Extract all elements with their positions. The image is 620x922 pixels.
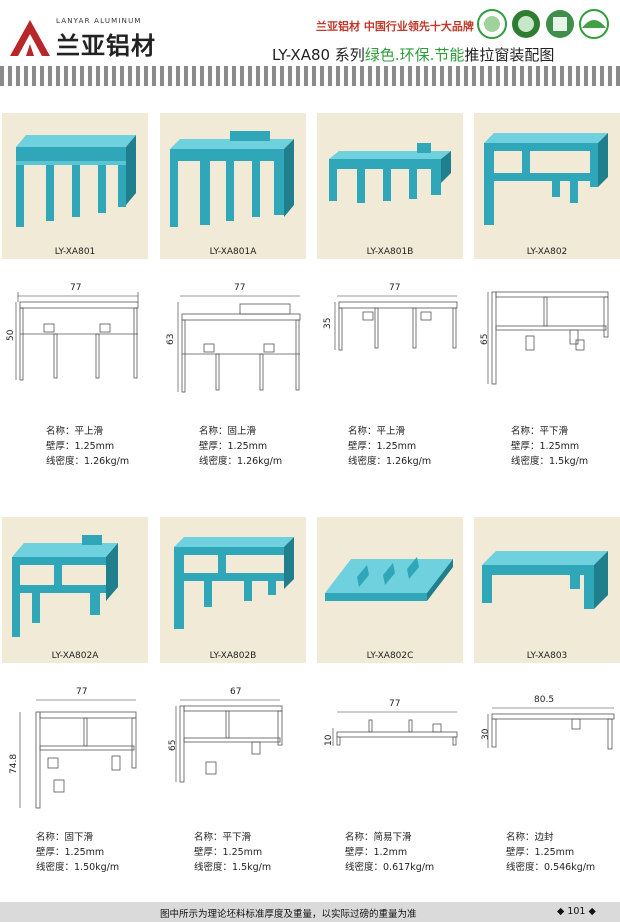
profile-code: LY-XA801 — [54, 247, 96, 257]
dim-width: 67 — [230, 687, 241, 697]
drawing-xa802: 65 — [480, 291, 609, 385]
brand-logo-icon — [10, 20, 50, 56]
dim-width: 77 — [76, 687, 87, 697]
spec-wall-thickness: 壁厚：1.25mm — [36, 847, 105, 858]
brand-name-cn: 兰亚铝材 — [56, 31, 156, 60]
dim-width: 77 — [389, 699, 400, 709]
profile-code: LY-XA802A — [51, 651, 99, 661]
profile-code: LY-XA802B — [209, 651, 257, 661]
spec-block: 名称：平下滑 壁厚：1.25mm 线密度：1.5kg/m — [194, 830, 271, 875]
profile-photo-xa803: LY-XA803 — [474, 517, 620, 663]
profile-photo-xa802: LY-XA802 — [474, 113, 620, 259]
drawing-xa801a: 77 63 — [166, 283, 301, 393]
spec-block: 名称：固上滑 壁厚：1.25mm 线密度：1.26kg/m — [199, 424, 282, 469]
page-number: ◆ 101 ◆ — [557, 906, 596, 917]
dim-width: 80.5 — [534, 695, 554, 705]
brand-slogan: 兰亚铝材 中国行业领先十大品牌 — [316, 20, 474, 33]
profile-photo-xa802b: LY-XA802B — [160, 517, 306, 663]
spec-linear-density: 线密度：1.5kg/m — [194, 862, 272, 873]
title-green-text: 绿色.环保.节能 — [364, 46, 465, 64]
spec-name: 名称：平下滑 — [194, 832, 252, 843]
dim-height: 63 — [166, 334, 176, 345]
profile-code: LY-XA802 — [526, 247, 568, 257]
spec-name: 名称：平上滑 — [348, 426, 406, 437]
spec-wall-thickness: 壁厚：1.25mm — [348, 441, 417, 452]
brand-name-en: LANYAR ALUMINUM — [56, 17, 142, 25]
spec-name: 名称：固上滑 — [199, 426, 257, 437]
drawing-xa802a: 77 74.8 — [9, 687, 137, 809]
spec-block: 名称：平上滑 壁厚：1.25mm 线密度：1.26kg/m — [46, 424, 129, 469]
spec-wall-thickness: 壁厚：1.2mm — [345, 847, 408, 858]
footer-bar: 图中所示为理论坯料标准厚度及重量，以实际过磅的重量为准 ◆ 101 ◆ — [0, 902, 620, 922]
dim-width: 77 — [389, 283, 400, 293]
spec-block: 名称：平下滑 壁厚：1.25mm 线密度：1.5kg/m — [511, 424, 588, 469]
drawing-xa803: 80.5 30 — [481, 695, 615, 750]
spec-name: 名称：平上滑 — [46, 426, 104, 437]
dim-height: 65 — [168, 740, 178, 751]
header-stripe-divider — [0, 66, 620, 86]
footer-note: 图中所示为理论坯料标准厚度及重量，以实际过磅的重量为准 — [160, 909, 417, 920]
drawing-xa802c: 77 10 — [324, 699, 458, 746]
profile-code: LY-XA801A — [209, 247, 257, 257]
spec-block: 名称：平上滑 壁厚：1.25mm 线密度：1.26kg/m — [348, 424, 431, 469]
spec-name: 名称：简易下滑 — [345, 832, 412, 843]
dim-height: 10 — [324, 734, 334, 746]
title-suffix: 推拉窗装配图 — [464, 46, 555, 64]
profile-photo-xa801a: LY-XA801A — [160, 113, 306, 259]
spec-name: 名称：平下滑 — [511, 426, 569, 437]
document-title: LY-XA80 系列绿色.环保.节能推拉窗装配图 — [272, 44, 554, 65]
spec-name: 名称：固下滑 — [36, 832, 94, 843]
spec-wall-thickness: 壁厚：1.25mm — [199, 441, 268, 452]
spec-linear-density: 线密度：1.26kg/m — [199, 456, 283, 467]
spec-name: 名称：边封 — [506, 832, 554, 843]
profile-code: LY-XA802C — [366, 651, 414, 661]
spec-block: 名称：简易下滑 壁厚：1.2mm 线密度：0.617kg/m — [345, 830, 434, 875]
title-prefix: LY-XA80 系列 — [272, 46, 365, 64]
drawing-xa801b: 77 35 — [323, 283, 458, 351]
dim-height: 74.8 — [9, 754, 19, 774]
certification-badges-icon — [477, 9, 609, 39]
profile-photo-xa801b: LY-XA801B — [317, 113, 463, 259]
drawing-xa802b: 67 65 — [168, 687, 283, 783]
dim-height: 50 — [6, 329, 16, 341]
spec-linear-density: 线密度：1.5kg/m — [511, 456, 589, 467]
spec-wall-thickness: 壁厚：1.25mm — [511, 441, 580, 452]
spec-wall-thickness: 壁厚：1.25mm — [506, 847, 575, 858]
spec-linear-density: 线密度：1.50kg/m — [36, 862, 120, 873]
dim-height: 30 — [481, 728, 491, 740]
spec-wall-thickness: 壁厚：1.25mm — [194, 847, 263, 858]
dim-height: 65 — [480, 334, 490, 345]
spec-block: 名称：固下滑 壁厚：1.25mm 线密度：1.50kg/m — [36, 830, 119, 875]
dim-width: 77 — [70, 283, 81, 293]
dim-height: 35 — [323, 318, 333, 329]
spec-linear-density: 线密度：0.617kg/m — [345, 862, 435, 873]
drawing-xa801: 77 50 — [6, 283, 139, 381]
profile-photo-xa802c: LY-XA802C — [317, 517, 463, 663]
profile-photo-xa801: LY-XA801 — [2, 113, 148, 259]
profile-code: LY-XA803 — [526, 651, 568, 661]
spec-linear-density: 线密度：0.546kg/m — [506, 862, 596, 873]
profile-photo-xa802a: LY-XA802A — [2, 517, 148, 663]
spec-wall-thickness: 壁厚：1.25mm — [46, 441, 115, 452]
spec-linear-density: 线密度：1.26kg/m — [348, 456, 432, 467]
spec-block: 名称：边封 壁厚：1.25mm 线密度：0.546kg/m — [506, 830, 595, 875]
spec-linear-density: 线密度：1.26kg/m — [46, 456, 130, 467]
profile-code: LY-XA801B — [366, 247, 414, 257]
dim-width: 77 — [234, 283, 245, 293]
